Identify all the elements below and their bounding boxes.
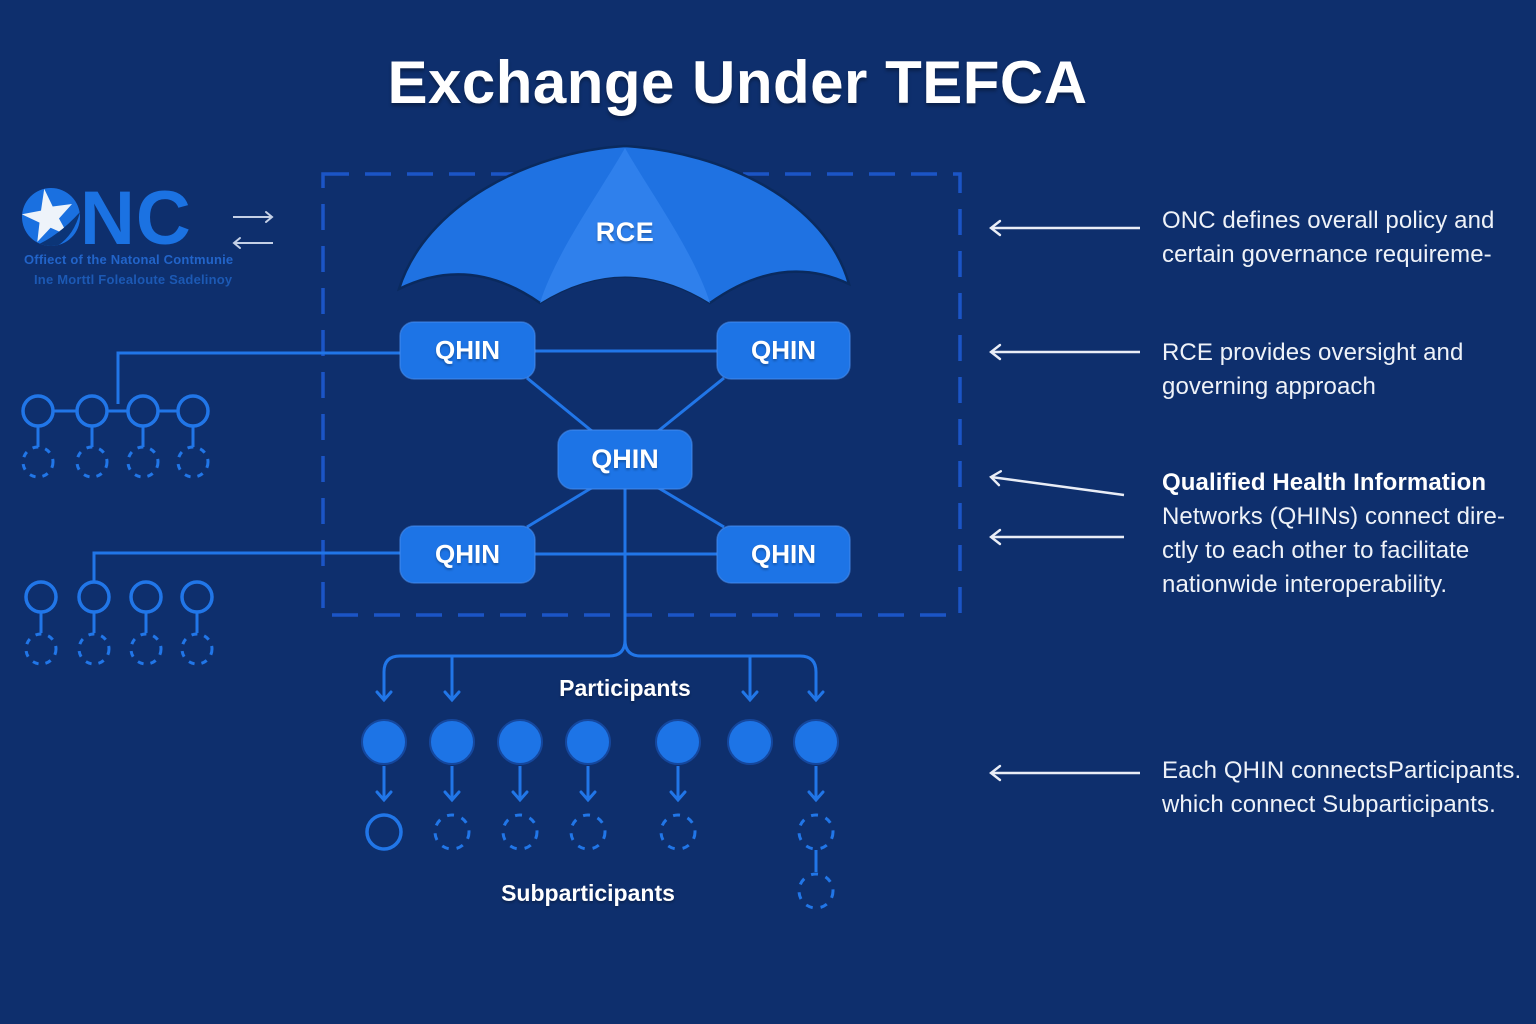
page-title: Exchange Under TEFCA (387, 49, 1088, 116)
participant-node (793, 719, 839, 765)
subparticipants-label: Subparticipants (501, 879, 675, 906)
onc-logo-letters: NC (80, 176, 192, 261)
exchange-arrows-icon (232, 211, 274, 249)
annotation-rce-oversight: RCE provides oversight and governing app… (1162, 336, 1536, 404)
annotation-line: which connect Subparticipants. (1162, 791, 1496, 818)
rce-label: RCE (595, 216, 655, 247)
subparticipant-node (433, 813, 471, 851)
left-network-tree-1 (21, 394, 210, 479)
onc-logo-subtitle-line1: Offiect of the Natonal Contmunie (24, 252, 234, 267)
qhin-label-bottom-left: QHIN (435, 539, 500, 569)
annotation-line: ctly to each other to facilitate (1162, 537, 1470, 564)
qhin-box-bottom-right (716, 525, 851, 584)
subparticipant-node (797, 872, 835, 910)
qhin-label-bottom-right: QHIN (751, 539, 816, 569)
participant-node (429, 719, 475, 765)
participant-nodes (361, 719, 839, 765)
annotation-qhin-definition: Qualified Health Information Networks (Q… (1162, 466, 1536, 602)
annotation-line: RCE provides oversight and (1162, 339, 1464, 366)
participant-node (655, 719, 701, 765)
participant-node (565, 719, 611, 765)
subparticipant-node-solid (365, 813, 403, 851)
onc-logo-subtitle-line2: Ine Morttl Folealoute Sadelinoy (34, 272, 233, 287)
qhin-label-center: QHIN (591, 444, 659, 474)
qhin-mesh-lines (92, 349, 725, 641)
subparticipant-arrows (375, 766, 825, 803)
annotation-arrow (989, 470, 1125, 497)
subparticipant-node (501, 813, 539, 851)
subparticipant-nodes (365, 813, 835, 910)
annotation-line: nationwide interoperability. (1162, 571, 1448, 598)
participant-node (727, 719, 773, 765)
participants-branch (375, 639, 825, 703)
onc-logo (22, 188, 80, 246)
onc-swoosh-icon (22, 212, 80, 246)
onc-star-icon (22, 188, 72, 242)
annotation-participants: Each QHIN connectsParticipants. which co… (1162, 754, 1536, 822)
qhin-box-center (557, 429, 693, 490)
annotation-line: certain governance requireme- (1162, 241, 1492, 268)
annotation-line: governing approach (1162, 373, 1376, 400)
qhin-boxes (399, 321, 851, 584)
annotation-arrows (989, 219, 1140, 782)
qhin-box-top-left (399, 321, 536, 380)
left-network-tree-2 (24, 580, 214, 666)
annotation-onc-policy: ONC defines overall policy and certain g… (1162, 204, 1536, 272)
subparticipant-node (659, 813, 697, 851)
participants-label: Participants (559, 674, 691, 701)
qhin-box-top-right (716, 321, 851, 380)
qhin-box-bottom-left (399, 525, 536, 584)
annotation-line: ONC defines overall policy and (1162, 207, 1495, 234)
subparticipant-node (569, 813, 607, 851)
participant-node (361, 719, 407, 765)
annotation-line: Qualified Health Information (1162, 469, 1487, 496)
rce-umbrella (396, 144, 851, 305)
subparticipant-node (797, 813, 835, 851)
qhin-label-top-left: QHIN (435, 335, 500, 365)
annotation-line: Networks (QHINs) connect dire- (1162, 503, 1506, 530)
participant-node (497, 719, 543, 765)
qhin-label-top-right: QHIN (751, 335, 816, 365)
annotation-line: Each QHIN connectsParticipants. (1162, 757, 1522, 784)
